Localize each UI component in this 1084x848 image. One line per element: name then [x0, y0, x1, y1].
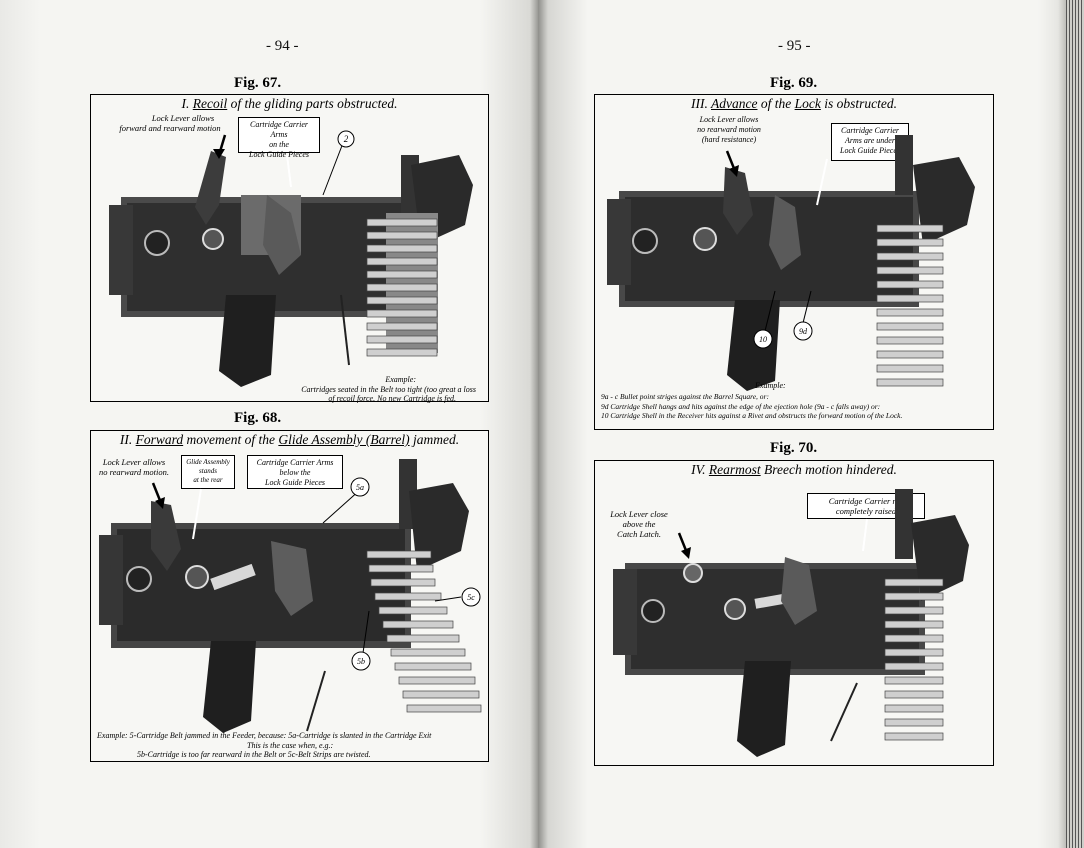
title-mid: of the: [757, 96, 795, 111]
example-line: Example: 5-Cartridge Belt jammed in the …: [97, 731, 432, 740]
box-line: Lock Guide Pieces: [840, 146, 900, 155]
fig70-lever-label: Lock Lever close above the Catch Latch.: [597, 509, 681, 539]
title-prefix: II.: [119, 432, 136, 447]
box-line: on the: [269, 140, 289, 149]
box-line: Cartridge Carrier Arms: [249, 120, 308, 139]
fig69-example: 9a - c Bullet point striges against the …: [601, 392, 902, 421]
page-edges: [1066, 0, 1084, 848]
fig68-callout-5a: 5a: [356, 483, 364, 492]
box-line: Cartridge Carrier Arms: [256, 458, 334, 467]
fig67-carrier-box: Cartridge Carrier Arms on the Lock Guide…: [238, 117, 320, 159]
label-line: Catch Latch.: [617, 529, 661, 539]
fig70-caption: Fig. 70.: [770, 440, 818, 456]
label-line: no rearward motion: [697, 125, 761, 134]
example-line: 5b-Cartridge is too far rearward in the …: [137, 750, 371, 759]
title-underlined: Recoil: [192, 96, 228, 111]
title-prefix: IV.: [691, 462, 709, 477]
box-line: completely raised: [835, 506, 897, 516]
title-underlined: Advance: [711, 96, 758, 111]
fig68-caption: Fig. 68.: [234, 410, 282, 426]
box-line: Glide Assembly: [186, 458, 230, 466]
label-line: (hard resistance): [701, 135, 757, 144]
page-number: - 94 -: [266, 38, 299, 54]
example-line: Example:: [385, 375, 416, 384]
example-line: Cartridges seated in the Belt too tight …: [301, 384, 476, 394]
label-line: no rearward motion.: [99, 467, 169, 477]
fig68-callout-5c: 5c: [467, 593, 475, 602]
title-rest: Breech motion hindered.: [760, 462, 897, 477]
fig68-callout-5b: 5b: [357, 657, 365, 666]
fig69-machine-gun-illustration: 10 9d: [607, 135, 975, 391]
fig67-caption: Fig. 67.: [234, 75, 282, 91]
example-line: This is the case when, e.g.:: [247, 740, 334, 750]
left-page: - 94 - Fig. 67. I. Recoil of the gliding…: [0, 0, 538, 848]
label-line: Lock Lever allows: [151, 113, 215, 123]
box-line: Cartridge Carrier: [840, 126, 899, 135]
box-line: Lock Guide Pieces: [249, 150, 309, 159]
label-line: Lock Lever close: [610, 509, 668, 519]
fig68-machine-gun-illustration: 5a 5c 5b: [99, 459, 482, 733]
example-line: of recoil force. No new Cartridge is fed…: [328, 394, 456, 403]
fig67-lever-label: Lock Lever allows forward and rearward m…: [119, 113, 229, 133]
title-underlined: Lock: [794, 96, 821, 111]
fig68-glide-box: Glide Assembly stands at the rear: [181, 455, 235, 489]
box-line: stands: [199, 467, 217, 475]
fig67-callout: 2: [344, 134, 349, 144]
label-line: forward and rearward motion: [119, 123, 221, 133]
title-underlined: Forward: [135, 432, 184, 447]
fig69-lever-label: Lock Lever allows no rearward motion (ha…: [681, 115, 777, 145]
fig70-machine-gun-illustration: [613, 489, 969, 757]
fig68-lever-label: Lock Lever allows no rearward motion.: [93, 457, 175, 477]
label-line: Lock Lever allows: [102, 457, 166, 467]
page-number: - 95 -: [778, 38, 811, 54]
title-rest: of the gliding parts obstructed.: [227, 96, 398, 111]
fig67-title: I. Recoil of the gliding parts obstructe…: [91, 96, 488, 112]
example-line: 9a - c Bullet point striges against the …: [601, 392, 769, 401]
fig69-panel: III. Advance of the Lock is obstructed. …: [594, 94, 994, 430]
box-line: Lock Guide Pieces: [265, 478, 325, 487]
box-line: at the rear: [193, 476, 223, 484]
fig69-example-head: Example:: [755, 381, 786, 390]
title-prefix: I.: [181, 96, 193, 111]
fig70-title: IV. Rearmost Breech motion hindered.: [595, 462, 993, 478]
title-underlined: Glide Assembly (Barrel): [278, 432, 410, 447]
fig69-callout-10: 10: [759, 335, 767, 344]
box-line: below the: [279, 468, 311, 477]
right-page: - 95 - Fig. 69. III. Advance of the Lock…: [538, 0, 1084, 848]
fig68-title: II. Forward movement of the Glide Assemb…: [91, 432, 488, 448]
example-line: 10 Cartridge Shell in the Receiver hits …: [601, 411, 903, 420]
title-prefix: III.: [691, 96, 711, 111]
fig67-panel: I. Recoil of the gliding parts obstructe…: [90, 94, 489, 404]
fig69-title: III. Advance of the Lock is obstructed.: [595, 96, 993, 112]
fig68-carrier-box: Cartridge Carrier Arms below the Lock Gu…: [247, 455, 343, 489]
label-line: Lock Lever allows: [699, 115, 759, 124]
fig69-caption: Fig. 69.: [770, 75, 818, 91]
title-underlined: Rearmost: [708, 462, 761, 477]
fig68-example: Example: 5-Cartridge Belt jammed in the …: [97, 731, 431, 760]
box-line: Cartridge Carrier not: [828, 496, 904, 506]
fig68-panel: II. Forward movement of the Glide Assemb…: [90, 430, 489, 762]
label-line: above the: [622, 519, 656, 529]
fig70-panel: IV. Rearmost Breech motion hindered. Loc…: [594, 460, 994, 766]
example-line: 9d Cartridge Shell hangs and hits agains…: [601, 401, 881, 411]
title-mid: movement of the: [183, 432, 279, 447]
fig67-example: Example: Cartridges seated in the Belt t…: [301, 375, 476, 404]
fig67-machine-gun-illustration: 2: [109, 130, 473, 387]
title-rest: is obstructed.: [820, 96, 897, 111]
fig69-callout-9d: 9d: [799, 327, 808, 336]
title-rest: jammed.: [409, 432, 460, 447]
box-line: Arms are under: [845, 136, 895, 145]
